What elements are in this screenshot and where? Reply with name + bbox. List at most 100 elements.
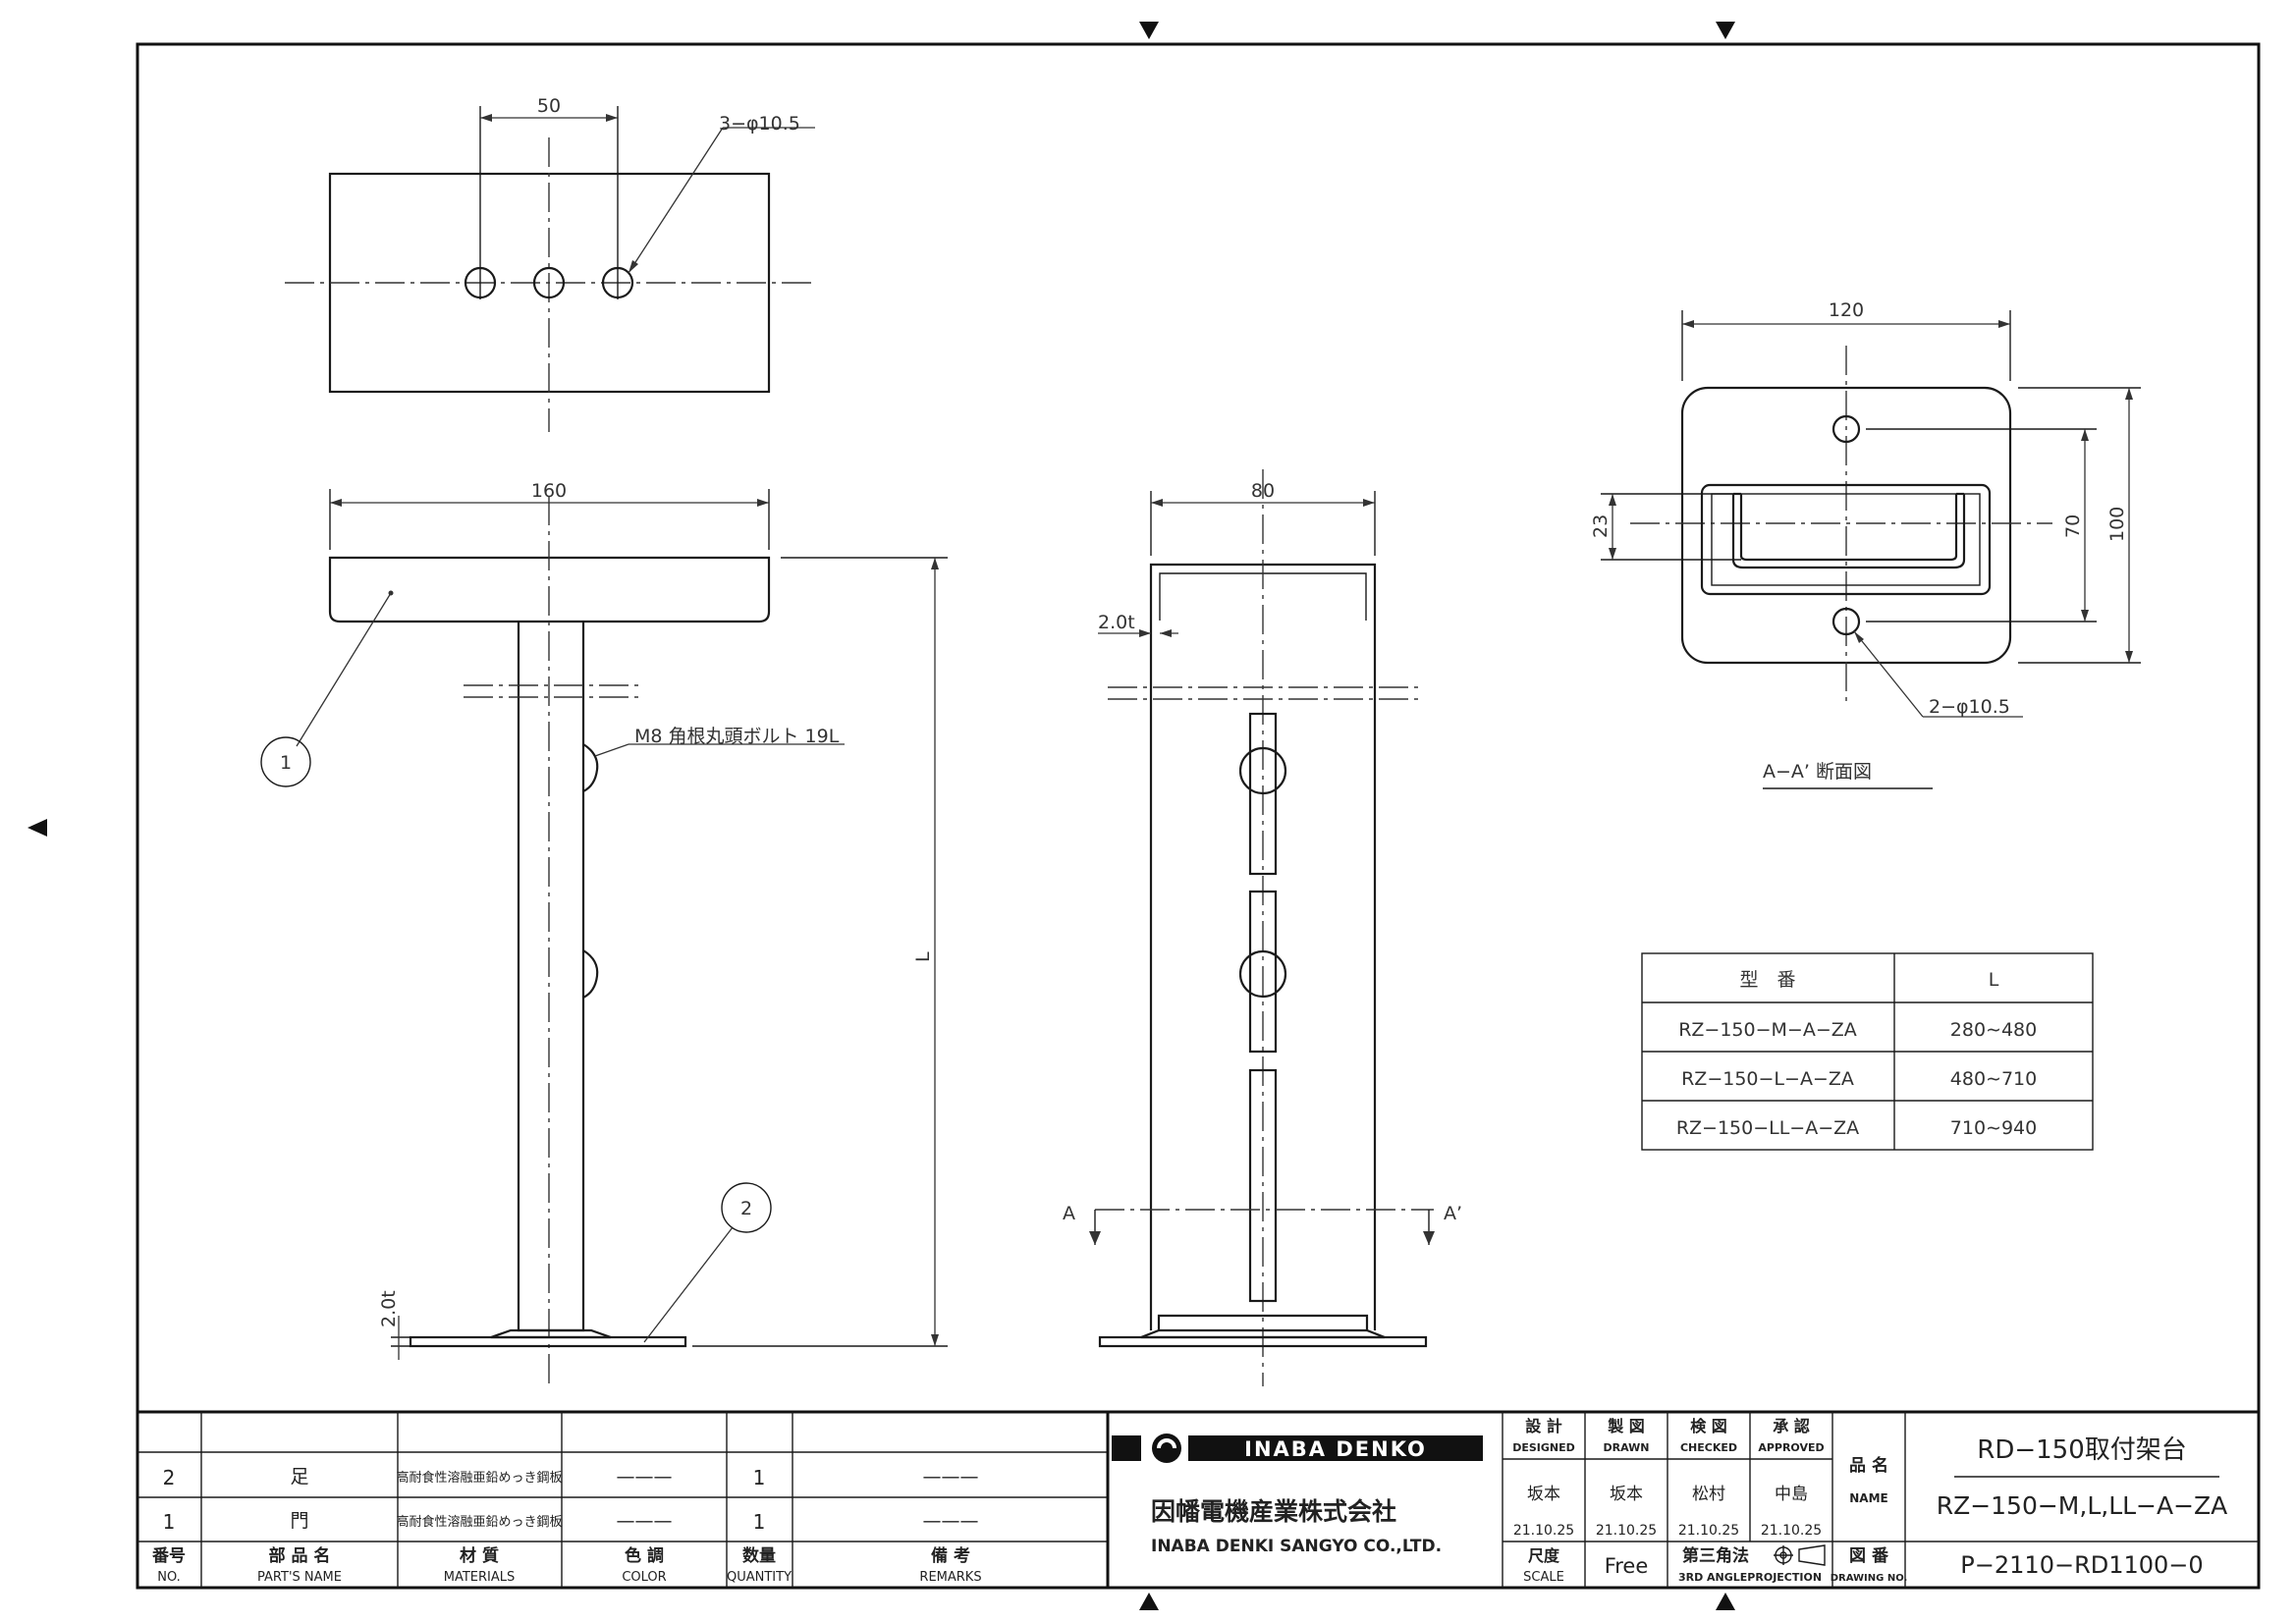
approval-label: 承 認 <box>1773 1417 1810 1435</box>
front-view-dim-length: L <box>912 951 934 962</box>
front-view: 160 M8 角根丸頭ボルト 19L 2.0t L 1 2 <box>260 480 948 1386</box>
parts-header-material-en: MATERIALS <box>444 1570 516 1585</box>
parts-row-no: 2 <box>163 1466 176 1489</box>
section-dim-pitch: 70 <box>2062 514 2084 538</box>
size-table: 型 番 L RZ−150−M−A−ZA 280∼480 RZ−150−L−A−Z… <box>1641 952 2094 1151</box>
company-name-en: INABA DENKI SANGYO CO.,LTD. <box>1151 1537 1442 1556</box>
approval-date: 21.10.25 <box>1596 1523 1657 1539</box>
top-view: 50 3−φ10.5 <box>285 95 815 432</box>
parts-header-remarks-en: REMARKS <box>919 1570 981 1585</box>
side-view-dim-width: 80 <box>1251 480 1275 502</box>
section-title: A−A’ 断面図 <box>1763 761 1872 783</box>
approval-label: 設 計 <box>1525 1417 1562 1435</box>
parts-header-color-en: COLOR <box>622 1570 666 1585</box>
center-mark-left <box>27 819 47 837</box>
scale-value: Free <box>1605 1554 1649 1578</box>
projection-label-en: 3RD ANGLEPROJECTION <box>1678 1571 1822 1584</box>
side-view-section-right: A’ <box>1444 1203 1462 1224</box>
approval-label: 製 図 <box>1607 1417 1645 1435</box>
parts-row-qty: 1 <box>753 1510 766 1534</box>
projection-label: 第三角法 <box>1682 1545 1749 1566</box>
parts-header-color: 色 調 <box>625 1545 664 1566</box>
parts-row-name: 門 <box>290 1510 308 1532</box>
approval-label: 検 図 <box>1690 1417 1727 1435</box>
parts-row-qty: 1 <box>753 1466 766 1489</box>
parts-header-material: 材 質 <box>460 1545 499 1566</box>
side-view-thickness: 2.0t <box>1098 612 1135 633</box>
approval-date: 21.10.25 <box>1761 1523 1822 1539</box>
drawing-no-label: 図 番 <box>1849 1546 1889 1566</box>
size-table-cell: 710∼940 <box>1950 1117 2037 1139</box>
size-table-cell: 480∼710 <box>1950 1068 2037 1090</box>
center-mark-top-left <box>1139 22 1159 39</box>
parts-header-name: 部 品 名 <box>269 1545 331 1566</box>
approval-name: 坂本 <box>1527 1485 1560 1504</box>
section-hole-callout: 2−φ10.5 <box>1929 696 2010 718</box>
parts-header-name-en: PART'S NAME <box>257 1570 342 1585</box>
size-table-cell: RZ−150−M−A−ZA <box>1678 1019 1857 1041</box>
section-view: 120 100 70 23 2−φ10.5 A−A’ 断面図 <box>1590 299 2141 789</box>
approval-name: 坂本 <box>1610 1485 1643 1504</box>
approval-name: 中島 <box>1775 1485 1808 1504</box>
top-view-dim-width: 50 <box>537 95 561 117</box>
drawing-no-label-en: DRAWING NO. <box>1831 1573 1908 1584</box>
approval-label-en: APPROVED <box>1758 1441 1824 1454</box>
parts-row-remarks: ——— <box>923 1510 979 1532</box>
approval-label-en: DRAWN <box>1604 1441 1650 1454</box>
size-table-cell: RZ−150−LL−A−ZA <box>1676 1117 1859 1139</box>
parts-row-name: 足 <box>290 1466 308 1488</box>
parts-row-color: ——— <box>617 1510 673 1532</box>
drawing-title: RD−150取付架台 <box>1977 1435 2187 1465</box>
parts-list: 2 足 高耐食性溶融亜鉛めっき鋼板 ——— 1 ——— 1 門 高耐食性溶融亜鉛… <box>137 1410 2259 1588</box>
company-logo-banner <box>1188 1435 1483 1461</box>
approval-label-en: CHECKED <box>1680 1441 1737 1454</box>
name-label-en: NAME <box>1849 1491 1887 1505</box>
part-balloon-2-label: 2 <box>740 1198 752 1219</box>
top-view-hole-callout: 3−φ10.5 <box>719 113 800 135</box>
parts-row-no: 1 <box>163 1510 176 1534</box>
approval-date: 21.10.25 <box>1513 1523 1574 1539</box>
front-view-bolt-callout: M8 角根丸頭ボルト 19L <box>634 726 840 747</box>
center-mark-bottom-right <box>1716 1593 1735 1610</box>
company-logo-text: INABA DENKO <box>1244 1437 1427 1461</box>
scale-label: 尺度 <box>1528 1546 1560 1565</box>
side-view: 80 2.0t A A’ <box>1063 469 1462 1386</box>
parts-header-qty: 数量 <box>742 1545 776 1566</box>
part-balloon-1 <box>260 736 311 787</box>
scale-label-en: SCALE <box>1523 1570 1564 1585</box>
approval-date: 21.10.25 <box>1678 1523 1739 1539</box>
front-view-dim-width: 160 <box>531 480 567 502</box>
parts-row-material: 高耐食性溶融亜鉛めっき鋼板 <box>396 1470 562 1486</box>
company-logo-icon <box>1152 1434 1181 1463</box>
size-table-header-model: 型 番 <box>1739 969 1795 991</box>
drawing-model: RZ−150−M,L,LL−A−ZA <box>1937 1491 2228 1520</box>
section-dim-height: 100 <box>2106 507 2128 542</box>
size-table-cell: 280∼480 <box>1950 1019 2037 1041</box>
section-dim-channel: 23 <box>1590 514 1612 538</box>
parts-row-color: ——— <box>617 1466 673 1488</box>
company-block: INABA DENKO 因幡電機産業株式会社 INABA DENKI SANGY… <box>1112 1434 1483 1556</box>
side-view-section-left: A <box>1063 1203 1075 1224</box>
section-dim-width: 120 <box>1829 299 1864 321</box>
parts-header-qty-en: QUANTITY <box>727 1570 792 1585</box>
front-view-plate-thickness: 2.0t <box>378 1290 400 1327</box>
parts-header-no-en: NO. <box>157 1570 181 1585</box>
drawing-number: P−2110−RD1100−0 <box>1960 1551 2203 1579</box>
company-name-jp: 因幡電機産業株式会社 <box>1151 1497 1396 1526</box>
company-logo-mark <box>1112 1435 1141 1461</box>
approval-block: 設 計 DESIGNED 坂本 21.10.25 製 図 DRAWN 坂本 21… <box>1502 1412 2259 1588</box>
name-label: 品 名 <box>1849 1455 1888 1476</box>
parts-row-remarks: ——— <box>923 1466 979 1488</box>
approval-label-en: DESIGNED <box>1512 1441 1575 1454</box>
size-table-cell: RZ−150−L−A−ZA <box>1681 1068 1854 1090</box>
center-mark-bottom-left <box>1139 1593 1159 1610</box>
parts-row-material: 高耐食性溶融亜鉛めっき鋼板 <box>396 1514 562 1530</box>
approval-name: 松村 <box>1692 1485 1725 1504</box>
sheet-border <box>136 42 2261 1590</box>
part-balloon-1-label: 1 <box>280 752 292 774</box>
title-block: 品 名 NAME RD−150取付架台 RZ−150−M,L,LL−A−ZA 尺… <box>1523 1435 2227 1585</box>
parts-header-no: 番号 <box>151 1546 186 1566</box>
center-mark-top-right <box>1716 22 1735 39</box>
parts-header-remarks: 備 考 <box>931 1545 970 1566</box>
